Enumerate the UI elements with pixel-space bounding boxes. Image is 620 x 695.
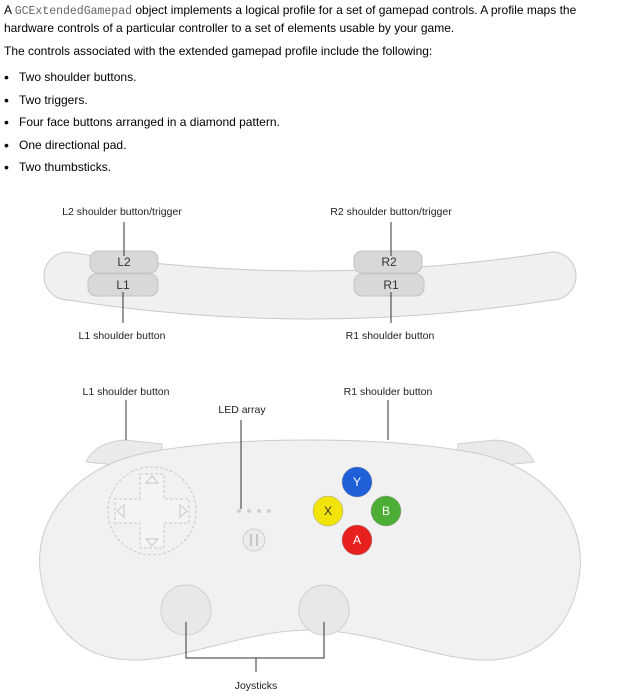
- y-button: [341, 466, 373, 498]
- a-button: [341, 524, 373, 556]
- r1-button-shape: [353, 273, 425, 297]
- l1-button-label: L1: [116, 278, 130, 292]
- y-button-label: Y: [353, 475, 361, 489]
- x-button-label: X: [324, 504, 332, 518]
- intro-text-start: A: [4, 3, 15, 17]
- list-item: Two thumbsticks.: [0, 156, 280, 179]
- dpad-down-arrow: [144, 538, 160, 547]
- top-view-diagram: L2 L1 R2 R1 L2 shoulder button/trigger R…: [43, 206, 577, 342]
- intro-text-end: object implements a logical profile for …: [4, 3, 577, 35]
- r2-callout-label: R2 shoulder button/trigger: [330, 206, 452, 218]
- controls-lead-text: The controls associated with the extende…: [4, 44, 433, 58]
- l1-callout-label: L1 shoulder button: [79, 330, 166, 342]
- list-item: Two shoulder buttons.: [0, 66, 280, 89]
- l2-callout-label: L2 shoulder button/trigger: [62, 206, 182, 218]
- r2-button-label: R2: [381, 255, 397, 269]
- front-r1-callout-label: R1 shoulder button: [344, 386, 433, 398]
- joysticks-callout-label: Joysticks: [235, 680, 278, 692]
- front-view-diagram: Y X B A L1 shoulder button R1 shoulder b…: [39, 386, 581, 692]
- led-dot: [247, 509, 251, 513]
- a-button-label: A: [353, 533, 361, 547]
- r2-button-shape: [353, 250, 423, 274]
- l2-button-label: L2: [117, 255, 131, 269]
- b-button: [370, 495, 402, 527]
- intro-paragraph: A GCExtendedGamepad object implements a …: [4, 2, 616, 37]
- led-dot: [237, 509, 241, 513]
- x-button: [312, 495, 344, 527]
- class-name-code: GCExtendedGamepad: [14, 5, 133, 18]
- pause-button: [242, 528, 266, 552]
- joysticks-callout-bracket: [185, 622, 325, 672]
- dpad-up-arrow: [144, 475, 160, 484]
- r1-button-label: R1: [383, 278, 399, 292]
- dpad-outline: [107, 466, 197, 556]
- front-l1-callout-label: L1 shoulder button: [83, 386, 170, 398]
- feature-list: Two shoulder buttons. Two triggers. Four…: [0, 66, 280, 179]
- led-dot: [257, 509, 261, 513]
- b-button-label: B: [382, 504, 390, 518]
- dpad-shape: [114, 473, 190, 549]
- r1-callout-label: R1 shoulder button: [346, 330, 435, 342]
- list-item: Four face buttons arranged in a diamond …: [0, 111, 280, 134]
- led-dot: [267, 509, 271, 513]
- dpad-left-arrow: [116, 503, 125, 519]
- led-callout-label: LED array: [218, 404, 266, 416]
- list-item: Two triggers.: [0, 89, 280, 112]
- list-item: One directional pad.: [0, 134, 280, 157]
- dpad-right-arrow: [179, 503, 188, 519]
